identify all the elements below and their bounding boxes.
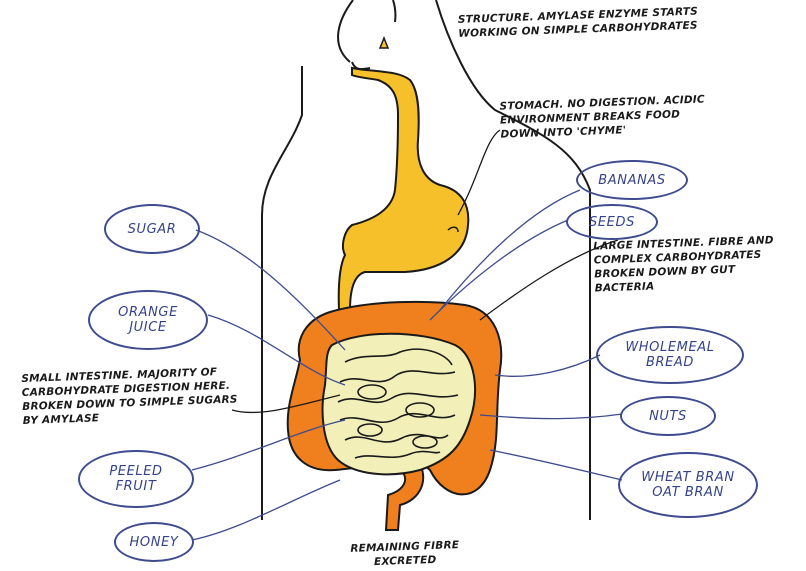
food-label-orange-juice: ORANGE JUICE (88, 290, 208, 350)
food-label-honey: HONEY (114, 522, 194, 562)
small-intestine-annotation: SMALL INTESTINE. MAJORITY OF CARBOHYDRAT… (21, 364, 251, 428)
stomach-annotation: STOMACH. NO DIGESTION. ACIDIC ENVIRONMEN… (499, 92, 710, 141)
food-label-text: WHOLEMEAL (625, 340, 714, 355)
food-label-nuts: NUTS (620, 396, 716, 436)
remaining-annotation: REMAINING FIBRE EXCRETED (330, 537, 481, 570)
food-label-text: ORANGE (118, 305, 178, 320)
food-label-text: BANANAS (598, 173, 666, 188)
food-label-text: SUGAR (128, 222, 177, 237)
food-label-wholemeal-bread: WHOLEMEAL BREAD (596, 326, 744, 384)
food-label-text: SEEDS (589, 215, 635, 230)
large-intestine-annotation: LARGE INTESTINE. FIBRE AND COMPLEX CARBO… (593, 232, 799, 295)
esophagus-stomach (339, 68, 469, 310)
food-label-bran: WHEAT BRAN OAT BRAN (618, 452, 758, 518)
food-label-peeled-fruit: PEELED FRUIT (78, 450, 194, 508)
food-label-text: WHEAT BRAN (641, 470, 734, 485)
food-label-text: NUTS (649, 409, 687, 424)
food-label-seeds: SEEDS (566, 204, 658, 240)
food-label-text: BREAD (625, 355, 714, 370)
food-label-sugar: SUGAR (104, 204, 200, 254)
food-label-text: JUICE (118, 320, 178, 335)
food-label-text: PEELED (109, 464, 162, 479)
food-label-text: FRUIT (109, 479, 162, 494)
food-label-text: OAT BRAN (641, 485, 734, 500)
food-label-text: HONEY (130, 535, 179, 550)
food-label-bananas: BANANAS (576, 160, 688, 200)
mouth-marker (380, 38, 388, 48)
